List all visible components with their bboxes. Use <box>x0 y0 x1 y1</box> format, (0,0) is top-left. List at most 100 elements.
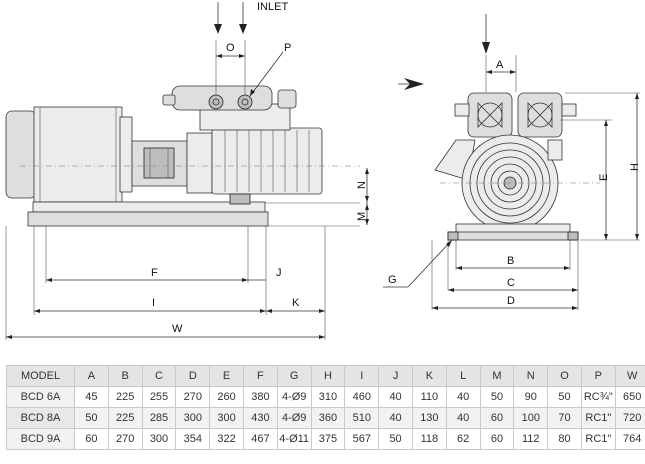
dim-C-label: C <box>507 277 515 289</box>
table-cell: 354 <box>175 428 211 450</box>
table-cell: 567 <box>344 428 380 450</box>
dim-I-label: I <box>152 297 155 309</box>
table-cell: 322 <box>209 428 244 450</box>
table-cell: RC¾" <box>580 386 616 408</box>
table-cell: 270 <box>175 386 211 408</box>
table-cell: 40 <box>445 386 481 408</box>
table-cell: 300 <box>175 407 211 429</box>
table-row: BCD 8A 50 225 285 300 300 430 4-Ø9 360 5… <box>6 407 645 429</box>
dim-F-label: F <box>151 267 158 279</box>
pump-front-plate <box>186 132 213 194</box>
side-bracket <box>547 139 563 161</box>
table-cell: RC1" <box>580 428 616 450</box>
table-cell: 62 <box>445 428 481 450</box>
table-cell: 300 <box>209 407 244 429</box>
dim-W-label: W <box>172 323 183 335</box>
column-header: M <box>479 365 515 387</box>
table-cell: 80 <box>547 428 582 450</box>
column-header: O <box>547 365 582 387</box>
dim-J-label: J <box>276 267 282 279</box>
dim-O-label: O <box>226 42 235 54</box>
table-cell: 225 <box>107 386 143 408</box>
table-cell: 310 <box>310 386 346 408</box>
table-cell: 130 <box>411 407 447 429</box>
table-cell: 4-Ø11 <box>276 428 312 450</box>
column-header: C <box>141 365 177 387</box>
table-cell: 40 <box>445 407 481 429</box>
side-port-left <box>454 103 470 117</box>
table-header-row: MODEL A B C D E F G H I J K L M N O P W <box>6 365 645 387</box>
table-cell: 60 <box>479 407 515 429</box>
inlet-port-right <box>237 94 253 110</box>
dim-P-label: P <box>284 42 291 54</box>
column-header: J <box>378 365 413 387</box>
column-header: F <box>242 365 278 387</box>
table-cell: 50 <box>547 386 582 408</box>
column-header: I <box>344 365 380 387</box>
table-cell: 60 <box>74 428 109 450</box>
table-cell: 225 <box>107 407 143 429</box>
table-cell: BCD 6A <box>6 386 75 408</box>
table-row: BCD 6A 45 225 255 270 260 380 4-Ø9 310 4… <box>6 386 645 408</box>
specification-table: MODEL A B C D E F G H I J K L M N O P W … <box>6 365 645 450</box>
dim-N-label: N <box>356 181 368 189</box>
side-port-right <box>561 103 577 117</box>
table-cell: RC1" <box>580 407 616 429</box>
table-cell: 50 <box>479 386 515 408</box>
table-cell: 380 <box>242 386 278 408</box>
pump-foot <box>229 193 251 205</box>
table-cell: 40 <box>378 407 413 429</box>
table-cell: 60 <box>479 428 515 450</box>
column-header: A <box>74 365 109 387</box>
dim-A-label: A <box>496 59 504 71</box>
column-header: L <box>445 365 481 387</box>
table-cell: 110 <box>411 386 447 408</box>
table-cell: 720 <box>614 407 645 429</box>
dim-E-label: E <box>598 174 610 181</box>
table-cell: 255 <box>141 386 177 408</box>
table-cell: 650 <box>614 386 645 408</box>
table-cell: 360 <box>310 407 346 429</box>
table-cell: 4-Ø9 <box>276 407 312 429</box>
column-header: K <box>411 365 447 387</box>
table-row: BCD 9A 60 270 300 354 322 467 4-Ø11 375 … <box>6 428 645 450</box>
dim-H-label: H <box>629 163 641 171</box>
column-header: H <box>310 365 346 387</box>
side-view: INLET O P N M F J <box>5 1 369 340</box>
dim-B-label: B <box>507 255 514 267</box>
column-header: B <box>107 365 143 387</box>
table-cell: 90 <box>513 386 549 408</box>
pump-dimension-drawing: INLET O P N M F J <box>5 1 641 340</box>
column-header: D <box>175 365 211 387</box>
table-cell: 118 <box>411 428 447 450</box>
table-cell: BCD 8A <box>6 407 75 429</box>
table-cell: 460 <box>344 386 380 408</box>
table-cell: 50 <box>74 407 109 429</box>
inlet-label: INLET <box>257 1 288 13</box>
table-cell: 4-Ø9 <box>276 386 312 408</box>
coupling <box>143 147 175 179</box>
table-cell: 70 <box>547 407 582 429</box>
front-view: A E <box>383 14 641 310</box>
base-rail <box>27 211 269 227</box>
column-header: E <box>209 365 244 387</box>
table-cell: BCD 9A <box>6 428 75 450</box>
table-cell: 112 <box>513 428 549 450</box>
table-cell: 300 <box>141 428 177 450</box>
table-cell: 430 <box>242 407 278 429</box>
motor-flange <box>119 116 133 193</box>
column-header: N <box>513 365 549 387</box>
table-cell: 50 <box>378 428 413 450</box>
table-cell: 270 <box>107 428 143 450</box>
column-header: P <box>580 365 616 387</box>
table-cell: 260 <box>209 386 244 408</box>
dim-D-label: D <box>507 295 515 307</box>
table-cell: 467 <box>242 428 278 450</box>
motor-end-cap <box>5 110 37 199</box>
column-header: W <box>614 365 645 387</box>
column-header: G <box>276 365 312 387</box>
column-header: MODEL <box>6 365 75 387</box>
dim-M-label: M <box>356 212 368 221</box>
pump-valve-cap <box>277 89 297 109</box>
inlet-port-left <box>208 94 224 110</box>
